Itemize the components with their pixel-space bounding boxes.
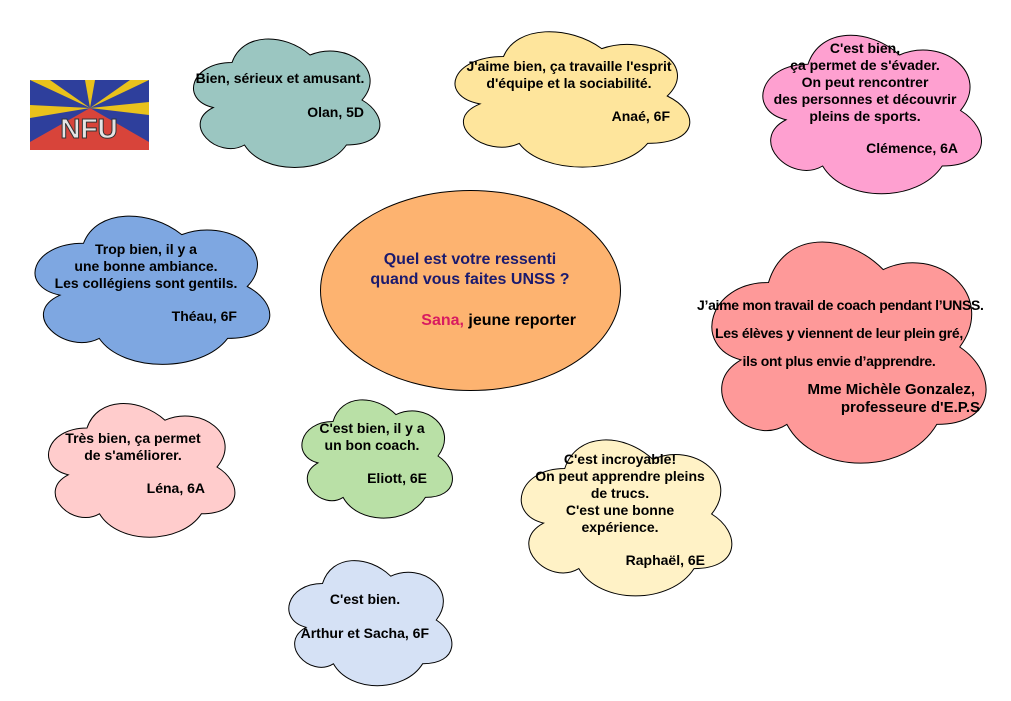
author-olan: Olan, 5D <box>64 104 364 121</box>
quote-line: J'aime bien, ça travaille l'esprit <box>466 58 672 74</box>
quote-line: de s'améliorer. <box>84 447 182 463</box>
quote-line: d'équipe et la sociabilité. <box>486 75 652 91</box>
quote-line: On peut rencontrer <box>801 74 929 90</box>
reporter-role: jeune reporter <box>463 312 576 329</box>
author-name: Mme Michèle Gonzalez, <box>807 381 975 398</box>
quote-line: Très bien, ça permet <box>65 430 201 446</box>
cloud-anae <box>438 17 700 175</box>
cloud-shape <box>18 200 280 373</box>
author-name: Eliott, 6E <box>367 470 427 486</box>
cloud-olan <box>180 25 388 175</box>
quote-line: des personnes et découvrir <box>773 91 957 107</box>
quote-line: une bonne ambiance. <box>74 258 218 274</box>
author-theau: Théau, 6F <box>0 308 237 325</box>
cloud-shape <box>506 423 741 605</box>
author-name: Olan, 5D <box>307 104 364 120</box>
center-question-2: quand vous faites UNSS ? <box>370 271 570 288</box>
center-ellipse <box>320 190 621 391</box>
reporter-name: Sana, <box>421 312 464 329</box>
quote-line: On peut apprendre pleins <box>535 468 705 484</box>
quote-line: C'est bien. <box>329 591 401 607</box>
cloud-shape <box>291 387 459 525</box>
author-clemence: Clémence, 6A <box>658 140 958 157</box>
cloud-eliott <box>291 387 459 525</box>
author-anae: Anaé, 6F <box>370 108 670 125</box>
cloud-lena <box>35 389 243 545</box>
author-name: Théau, 6F <box>171 308 237 324</box>
cloud-shape <box>692 218 998 476</box>
author-eliott: Eliott, 6E <box>127 470 427 487</box>
quote-line: C'est incroyable! <box>563 451 677 467</box>
quote-clemence: C'est bien,ça permet de s'évader.On peut… <box>752 40 978 125</box>
author-name: Arthur et Sacha, 6F <box>300 625 429 641</box>
cloud-raphael <box>506 423 741 605</box>
quote-coach: J’aime mon travail de coach pendant l’UN… <box>697 291 984 375</box>
quote-line: de trucs. <box>590 485 650 501</box>
author-role: professeure d'E.P.S <box>840 399 980 416</box>
center-question-1: Quel est votre ressenti <box>383 251 557 268</box>
quote-line: Bien, sérieux et amusant. <box>195 70 365 86</box>
cloud-shape <box>35 389 243 545</box>
quote-line: C'est bien, <box>829 40 901 56</box>
author-name: Léna, 6A <box>146 480 205 496</box>
quote-line: un bon coach. <box>324 437 420 453</box>
quote-line: Trop bien, il y a <box>95 241 197 257</box>
cloud-shape <box>180 25 388 175</box>
author-coach: Mme Michèle Gonzalez,professeure d'E.P.S <box>675 381 980 417</box>
quote-line: ils ont plus envie d’apprendre. <box>742 353 936 369</box>
quote-line: C'est une bonne <box>565 502 675 518</box>
quote-arthur: C'est bien. <box>282 591 448 608</box>
cloud-arthur <box>277 547 459 693</box>
quote-line: J’aime mon travail de coach pendant l’UN… <box>697 297 984 313</box>
quote-line: pleins de sports. <box>809 108 921 124</box>
cloud-theau <box>18 200 280 373</box>
cloud-coach <box>692 218 998 476</box>
cloud-shape <box>277 547 459 693</box>
author-name: Clémence, 6A <box>866 140 958 156</box>
quote-line: Les élèves y viennent de leur plein gré, <box>715 325 963 341</box>
quote-line: expérience. <box>581 519 659 535</box>
quote-olan: Bien, sérieux et amusant. <box>186 70 374 87</box>
nfu-logo: NFU <box>30 80 149 150</box>
svg-text:NFU: NFU <box>60 113 118 144</box>
quote-line: C'est bien, il y a <box>319 420 425 436</box>
author-lena: Léna, 6A <box>0 480 205 497</box>
quote-raphael: C'est incroyable!On peut apprendre plein… <box>515 451 725 536</box>
cloud-shape <box>747 18 991 203</box>
author-name: Raphaël, 6E <box>625 552 705 568</box>
quote-line: ça permet de s'évader. <box>790 57 940 73</box>
cloud-shape <box>438 17 700 175</box>
cloud-clemence <box>747 18 991 203</box>
author-name: Anaé, 6F <box>611 108 670 124</box>
quote-line: Les collégiens sont gentils. <box>54 275 238 291</box>
author-raphael: Raphaël, 6E <box>405 552 705 569</box>
author-arthur: Arthur et Sacha, 6F <box>129 625 429 642</box>
